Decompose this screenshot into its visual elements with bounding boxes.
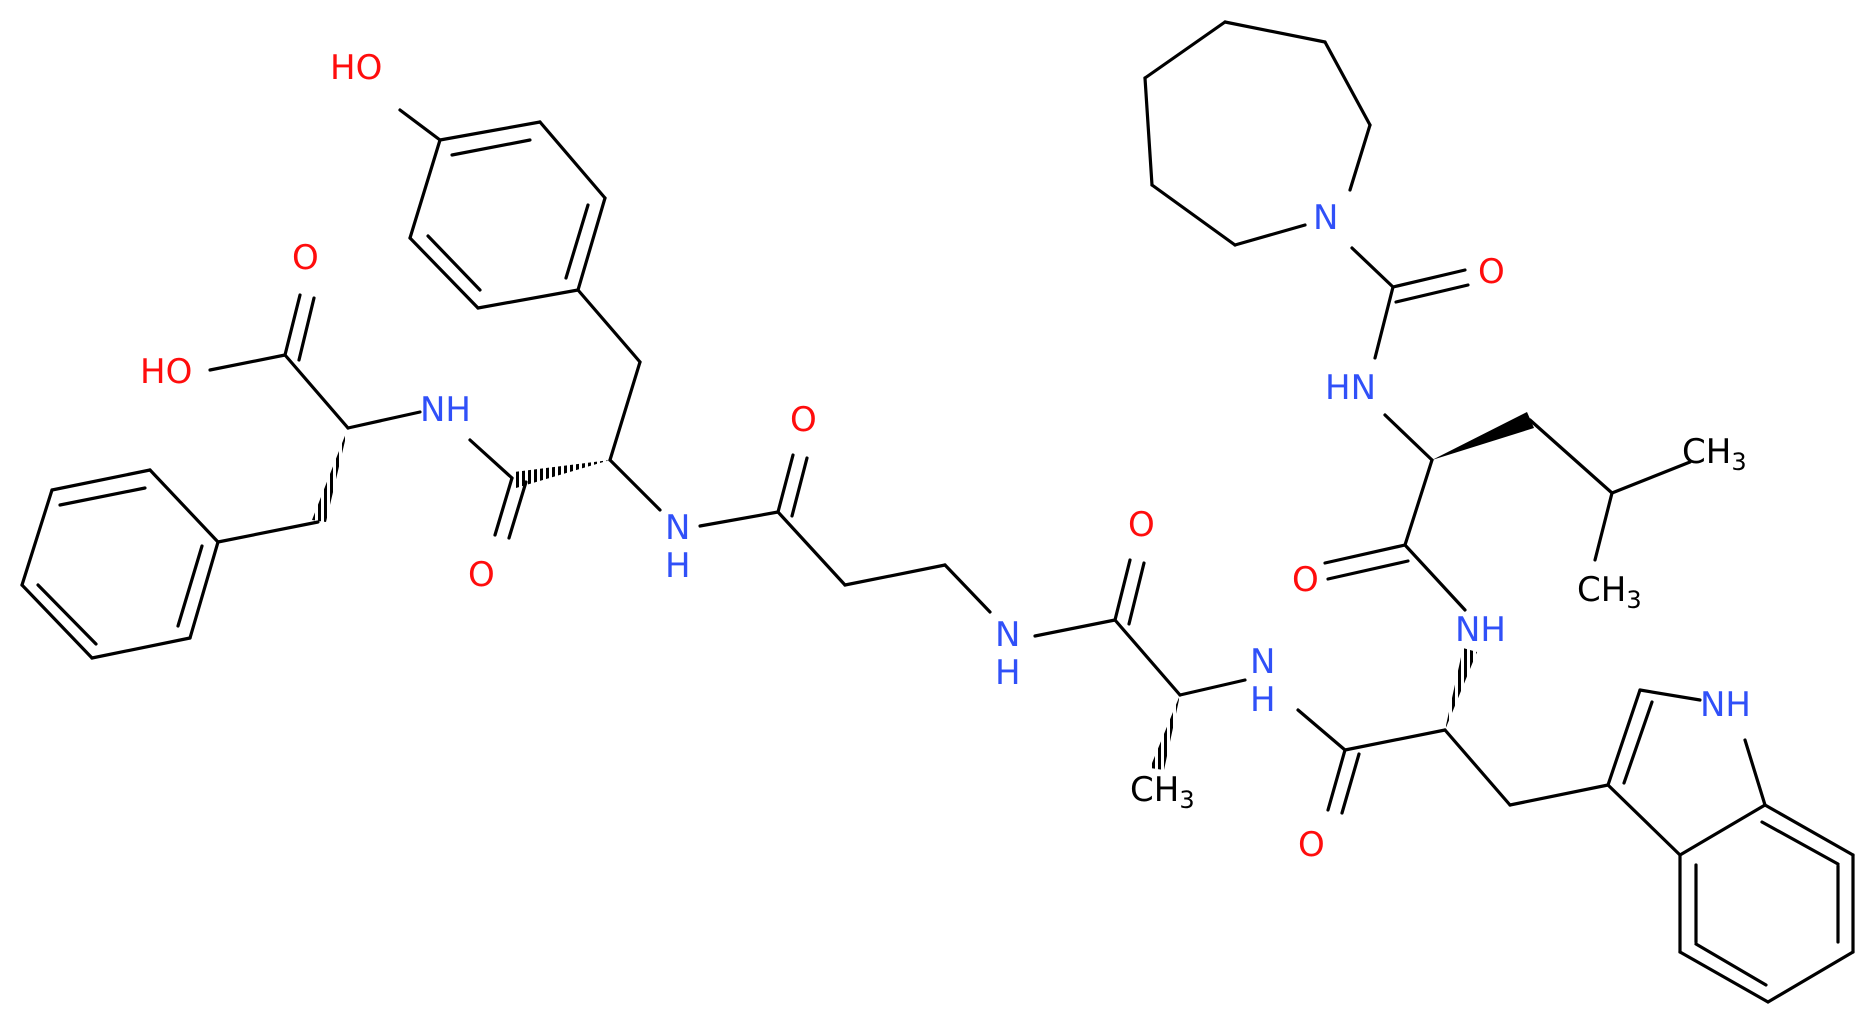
bonds xyxy=(20,20,1855,1004)
carbonyl-oxygen-5-label: O xyxy=(1292,560,1319,600)
carbonyl-oxygen-3-label: O xyxy=(1128,505,1155,545)
azepane-n-label: N xyxy=(1313,198,1338,238)
methyl-a-label: CH3 xyxy=(1682,432,1747,476)
amide-nh-1-label: NH xyxy=(420,390,471,430)
methyl-b-label: CH3 xyxy=(1577,570,1642,614)
amide-h-4-label: H xyxy=(1250,680,1276,720)
urea-oxygen-label: O xyxy=(1478,252,1505,292)
acid-hydroxyl-label: HO xyxy=(140,352,192,392)
atom-labels: HO O HO NH O N H O N H O N H CH3 O NH O … xyxy=(140,48,1751,865)
amide-h-3-label: H xyxy=(995,653,1021,693)
carbonyl-oxygen-1-label: O xyxy=(468,555,495,595)
amide-h-2-label: H xyxy=(665,546,691,586)
amide-nh-6-label: HN xyxy=(1325,368,1376,408)
carbonyl-oxygen-2-label: O xyxy=(790,400,817,440)
indole-nh-label: NH xyxy=(1700,685,1751,725)
amide-nh-5-label: NH xyxy=(1455,610,1506,650)
hydroxyl-top-label: HO xyxy=(330,48,382,88)
acid-carbonyl-oxygen-label: O xyxy=(292,238,319,278)
amide-n-4-label: N xyxy=(1250,642,1275,682)
amide-n-3-label: N xyxy=(995,615,1020,655)
amide-n-2-label: N xyxy=(665,508,690,548)
methyl-ala-label: CH3 xyxy=(1130,770,1195,814)
carbonyl-oxygen-4-label: O xyxy=(1298,825,1325,865)
stereo-wedges xyxy=(312,412,1534,770)
